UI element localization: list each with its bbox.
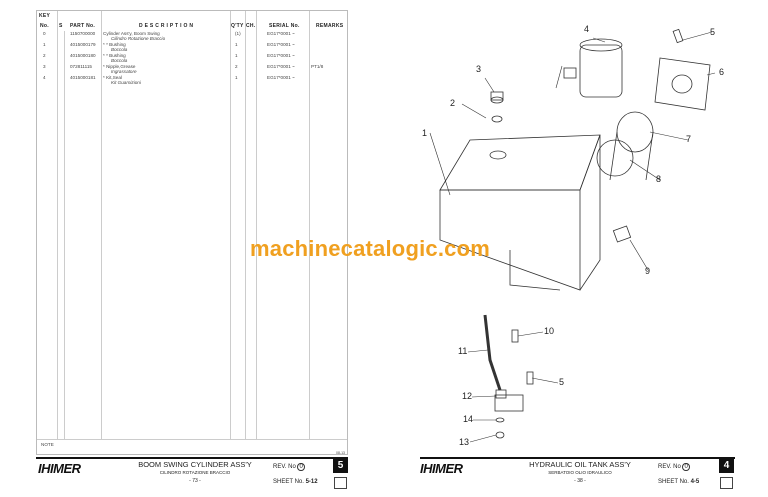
callout-label: 13 xyxy=(459,437,470,447)
cell-desc: * Nipple,Grease xyxy=(103,64,136,69)
callout-label: 14 xyxy=(463,414,474,424)
callout-label: 7 xyxy=(686,134,692,144)
callout-label: 5 xyxy=(559,377,565,387)
watermark: machinecatalogic.com xyxy=(250,236,490,261)
header-part: PART No. xyxy=(70,23,96,29)
strainer xyxy=(616,111,654,153)
header-ch: CH. xyxy=(246,23,256,29)
filler-neck xyxy=(489,150,507,160)
rev-number: 0 xyxy=(297,463,305,471)
cell-part: 4015000181 xyxy=(70,75,96,80)
rev-label: REV. No 0 xyxy=(273,463,305,471)
cell-desc-it: Boccola xyxy=(111,47,128,52)
cell-desc: * Kit,Seal xyxy=(103,75,122,80)
cell-desc: * * Bushing xyxy=(103,42,126,47)
header-serial: SERIAL No. xyxy=(269,23,300,29)
cell-remarks: PT1/8 xyxy=(311,64,324,69)
cell-desc: * * Bushing xyxy=(103,53,126,58)
cell-serial: EG17*0001 ~ xyxy=(267,64,295,69)
tank-side xyxy=(579,134,601,291)
ihimer-logo: IHIMER xyxy=(38,461,81,476)
cell-part: 4015000180 xyxy=(70,53,96,58)
ihimer-logo-right: IHIMER xyxy=(420,461,463,476)
rev-number-right: 0 xyxy=(682,463,690,471)
header-description: D E S C R I P T I O N xyxy=(139,23,194,29)
cell-part: 4015000179 xyxy=(70,42,96,47)
note-label: NOTE xyxy=(41,442,54,447)
checkbox-right[interactable] xyxy=(720,477,733,489)
cell-part: 072811115 xyxy=(70,64,92,69)
cell-part: 1150700000 xyxy=(70,31,96,36)
cell-qty: 2 xyxy=(235,64,238,69)
sheet-label-right: SHEET No. 4-5 xyxy=(658,479,700,485)
cell-no: 4 xyxy=(43,75,46,80)
footer-subtitle: CILINDRO ROTAZIONE BRACCIO xyxy=(159,470,231,475)
header-no: No. xyxy=(40,23,49,29)
callout-label: 2 xyxy=(450,98,456,108)
callout-label: 12 xyxy=(462,391,473,401)
cell-desc: Cylinder Ass'y, Boom Swing xyxy=(103,31,160,36)
cell-serial: EG17*0001 ~ xyxy=(267,53,295,58)
sheet-label: SHEET No. 5-12 xyxy=(273,479,318,485)
header-s: S xyxy=(59,23,63,29)
callout-label: 6 xyxy=(719,67,725,77)
cell-no: 2 xyxy=(43,53,46,58)
footer-title: BOOM SWING CYLINDER ASS'Y xyxy=(138,460,252,469)
cell-desc-it: Cilindro Rotazione Braccio xyxy=(111,36,166,41)
cell-desc-it: Ingrassatore xyxy=(111,69,137,74)
cell-serial: EG17*0001 ~ xyxy=(267,75,295,80)
tank-top xyxy=(439,134,601,191)
callout-label: 5 xyxy=(710,27,716,37)
header-remarks: REMARKS xyxy=(316,23,344,29)
cell-no: 1 xyxy=(43,42,46,47)
cell-qty: 1 xyxy=(235,53,238,58)
hydraulic-tank-diagram xyxy=(429,28,716,443)
cell-serial: EG17*0001 ~ xyxy=(267,42,295,47)
callout-label: 8 xyxy=(656,174,662,184)
key-label: KEY xyxy=(39,13,51,19)
cell-qty: 1 xyxy=(235,42,238,47)
footer-rule xyxy=(36,457,348,459)
filter xyxy=(579,44,623,98)
callout-label: 4 xyxy=(584,24,590,34)
callout-label: 1 xyxy=(422,128,428,138)
cell-no: 0 xyxy=(43,31,46,36)
callout-label: 3 xyxy=(476,64,482,74)
cell-desc-it: Boccola xyxy=(111,58,128,63)
callout-label: 9 xyxy=(645,266,651,276)
section-badge: 5 xyxy=(333,459,348,473)
section-badge-right: 4 xyxy=(719,459,734,473)
cell-no: 3 xyxy=(43,64,46,69)
note-area: NOTE 08-13 xyxy=(37,439,347,455)
header-qty: Q'TY xyxy=(231,23,244,29)
footer-subtitle-right: SERBATOIO OLIO IDRAULICO xyxy=(548,470,612,475)
footer-rule-right xyxy=(420,457,735,459)
cell-qty: (1) xyxy=(235,31,241,36)
cell-qty: 1 xyxy=(235,75,238,80)
footer-title-right: HYDRAULIC OIL TANK ASS'Y xyxy=(529,460,631,469)
rev-label-right: REV. No 0 xyxy=(658,463,690,471)
cell-desc-it: Kit Guarnizioni xyxy=(111,80,141,85)
page-number-right: - 38 - xyxy=(574,478,586,484)
callout-label: 11 xyxy=(458,346,468,356)
flange xyxy=(654,57,711,111)
checkbox[interactable] xyxy=(334,477,347,489)
cell-serial: EG17*0001 ~ xyxy=(267,31,295,36)
page-number: - 73 - xyxy=(189,478,201,484)
revision-code: 08-13 xyxy=(336,451,345,455)
parts-table: KEY No. S PART No. D E S C R I P T I O N… xyxy=(36,10,348,455)
callout-label: 10 xyxy=(544,326,555,336)
